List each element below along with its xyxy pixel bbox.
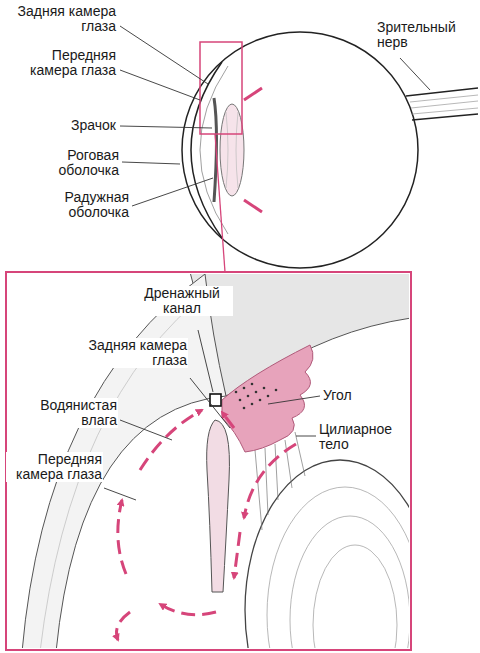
part-label: Дренажный канал — [131, 286, 233, 316]
part-label: Роговая оболочка — [22, 148, 120, 178]
part-label: Цилиарное тело — [318, 422, 408, 452]
part-label: Передняя камера глаза — [6, 452, 103, 482]
part-label: Зрительный нерв — [376, 20, 476, 50]
leader-lines — [120, 26, 430, 206]
eyeball — [182, 32, 478, 272]
part-label: Задняя камера глаза — [60, 338, 188, 368]
part-label: Водянистая влага — [24, 398, 118, 428]
part-label: Зрачок — [70, 118, 117, 133]
part-label: Задняя камера глаза — [3, 4, 117, 34]
part-label: Радужная оболочка — [22, 190, 130, 220]
part-label: Передняя камера глаза — [3, 48, 117, 78]
part-label: Угол — [322, 388, 353, 403]
